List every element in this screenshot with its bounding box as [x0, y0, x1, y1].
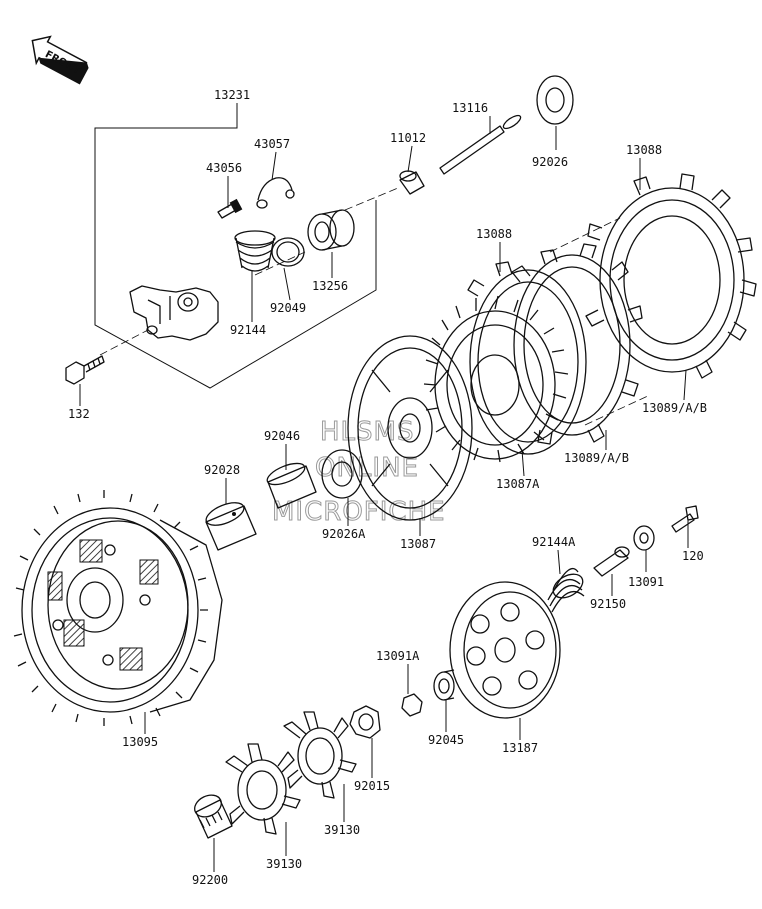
label-92045: 92045 [428, 733, 464, 747]
label-13187: 13187 [502, 741, 538, 755]
part-92026a-washer [321, 449, 363, 499]
label-13231: 13231 [214, 88, 250, 102]
label-92015: 92015 [354, 779, 390, 793]
part-release-housing [129, 285, 219, 341]
part-92144a-spring [547, 567, 585, 613]
part-13087-hub-plate [347, 335, 473, 521]
part-92045-bearing [433, 669, 455, 701]
part-13187-pressure-plate [449, 581, 561, 719]
label-92144a: 92144A [532, 535, 576, 549]
part-43057-cap [256, 177, 295, 209]
watermark: HLSMS ONLINE MICROFICHE [272, 417, 446, 528]
label-13091a: 13091A [376, 649, 420, 663]
front-arrow-icon: FRONT [31, 35, 89, 85]
part-92046-bearing [266, 462, 317, 509]
part-13091-cup [633, 525, 655, 551]
leader-lines [79, 116, 689, 872]
part-92150-bolt [593, 546, 630, 577]
label-11012: 11012 [390, 131, 426, 145]
part-120-bolt [671, 505, 699, 533]
label-13088-front: 13088 [476, 227, 512, 241]
label-92144: 92144 [230, 323, 266, 337]
label-13116: 13116 [452, 101, 488, 115]
part-39130-washer-front [225, 743, 301, 835]
label-13087: 13087 [400, 537, 436, 551]
label-92150: 92150 [590, 597, 626, 611]
label-92200: 92200 [192, 873, 228, 887]
label-92028: 92028 [204, 463, 240, 477]
label-43057: 43057 [254, 137, 290, 151]
part-92026-washer [536, 75, 574, 125]
part-13088-plate-rear [585, 173, 757, 379]
label-39130-rear: 39130 [324, 823, 360, 837]
label-39130-front: 39130 [266, 857, 302, 871]
label-92026a: 92026A [322, 527, 366, 541]
label-13089-front: 13089/A/B [564, 451, 629, 465]
svg-text:MICROFICHE: MICROFICHE [272, 497, 446, 527]
part-13088-plate-front [467, 261, 587, 455]
part-labels: 13231 43057 43056 11012 13116 92026 1308… [68, 88, 707, 887]
part-92200-bushing [194, 794, 233, 839]
part-13089-plate-front [511, 243, 643, 445]
alignment-lines [99, 187, 651, 426]
part-43056-screw [217, 198, 243, 219]
part-11012-bushing [399, 170, 425, 195]
part-13095-housing [13, 490, 223, 726]
label-92026: 92026 [532, 155, 568, 169]
part-39130-washer-rear [283, 711, 357, 799]
label-13091: 13091 [628, 575, 664, 589]
label-92049: 92049 [270, 301, 306, 315]
part-92015-nut [349, 705, 381, 739]
part-92028-sleeve [205, 502, 257, 551]
label-132: 132 [68, 407, 90, 421]
part-13256-bearing [307, 209, 355, 251]
label-13087a: 13087A [496, 477, 540, 491]
part-92144-spring [234, 230, 276, 272]
part-13116-pushrod [439, 114, 522, 175]
svg-text:HLSMS: HLSMS [320, 417, 414, 447]
release-kit-outline [94, 103, 377, 389]
svg-text:ONLINE: ONLINE [315, 453, 419, 483]
label-43056: 43056 [206, 161, 242, 175]
label-13095: 13095 [122, 735, 158, 749]
part-132-bolt [65, 355, 105, 385]
label-13089-rear: 13089/A/B [642, 401, 707, 415]
label-13088-rear: 13088 [626, 143, 662, 157]
label-120: 120 [682, 549, 704, 563]
label-13256: 13256 [312, 279, 348, 293]
part-92049-seal [271, 237, 305, 267]
label-92046: 92046 [264, 429, 300, 443]
part-13091a-tip [401, 693, 423, 717]
